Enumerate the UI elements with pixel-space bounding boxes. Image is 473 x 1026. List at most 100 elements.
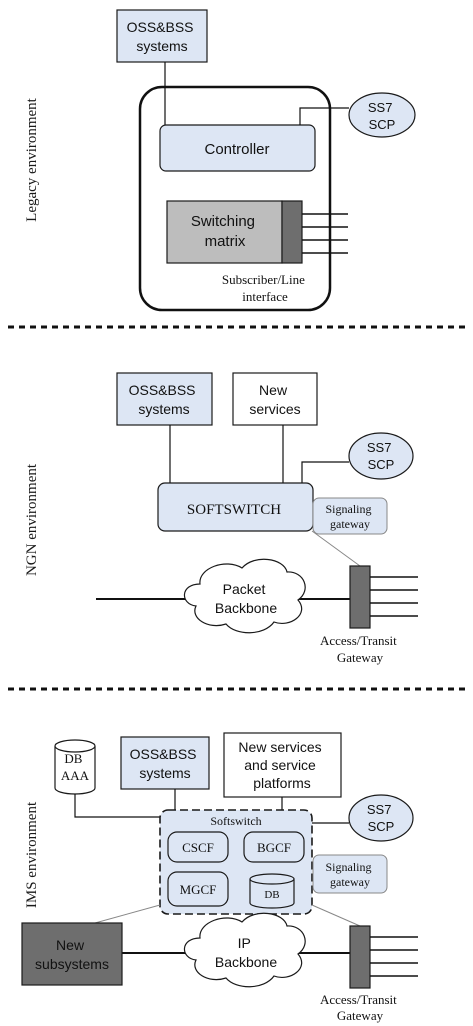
legacy-oss-bss-box (116, 9, 208, 63)
ims-access-gateway-line2: Gateway (337, 1008, 384, 1023)
ims-side-label: IMS environment (24, 801, 40, 908)
ngn-signaling-gateway (312, 497, 388, 535)
svg-text:Packet Backbone: Packet Backbone (215, 581, 277, 616)
ims-db-cylinder (249, 873, 295, 909)
ngn-ss7-line2: SCP (368, 457, 395, 472)
ims-db-aaa-connector (74, 794, 160, 818)
legacy-ss7-line1: SS7 (368, 100, 393, 115)
svg-text:SS7 SCP: SS7 SCP (368, 100, 396, 132)
legacy-ss7-line2: SCP (369, 117, 396, 132)
legacy-side-label: Legacy environment (24, 97, 40, 222)
ims-ss7-scp (348, 794, 414, 842)
legacy-subscriber-line2: interface (242, 289, 288, 304)
svg-text:OSS&BSS systems: OSS&BSS systems (127, 19, 198, 54)
ims-ip-line2: Backbone (215, 954, 277, 970)
ngn-new-services-box (232, 372, 318, 426)
svg-text:SS7 SCP: SS7 SCP (367, 802, 395, 834)
ims-new-services-box (223, 732, 342, 798)
ims-db-aaa-line2: AAA (61, 768, 90, 783)
ims-oss-bss-line1: OSS&BSS (130, 746, 197, 762)
legacy-line-interface-block (281, 200, 303, 264)
ims-mgcf-label: MGCF (180, 882, 217, 897)
ngn-packet-line2: Backbone (215, 600, 277, 616)
legacy-oss-bss-line1: OSS&BSS (127, 19, 194, 35)
legacy-ss7-scp (348, 92, 416, 138)
ims-oss-bss-line2: systems (139, 765, 190, 781)
ims-access-gateway-line1: Access/Transit (320, 992, 397, 1007)
ngn-oss-bss-box (116, 372, 213, 426)
ngn-ss7-line1: SS7 (367, 440, 392, 455)
ims-db-aaa-cylinder (54, 739, 96, 795)
ngn-packet-backbone-cloud (183, 558, 306, 634)
legacy-section: Legacy environment OSS&BSS systems Contr… (24, 9, 416, 312)
ims-new-services-line1: New services (238, 739, 321, 755)
svg-text:DB AAA: DB AAA (61, 751, 90, 783)
ims-new-subsystems-box (21, 922, 123, 986)
svg-text:Signaling gateway: Signaling gateway (325, 860, 374, 889)
ims-signaling-gateway (312, 854, 388, 894)
ngn-access-gateway-line2: Gateway (337, 650, 384, 665)
ims-softswitch-label: Softswitch (210, 814, 261, 828)
ims-bgcf-label: BGCF (257, 840, 291, 855)
svg-text:New services: New services (249, 382, 300, 417)
svg-text:OSS&BSS systems: OSS&BSS systems (130, 746, 201, 781)
ngn-access-gateway-line1: Access/Transit (320, 633, 397, 648)
legacy-subscriber-lines (302, 213, 348, 254)
svg-text:Switching matrix: Switching matrix (191, 213, 259, 250)
ims-ip-backbone-cloud (183, 912, 306, 988)
ims-new-subsystems-line2: subsystems (35, 956, 109, 972)
ims-signaling-line2: gateway (330, 875, 370, 889)
ngn-packet-line1: Packet (223, 581, 266, 597)
legacy-matrix-line2: matrix (205, 233, 246, 250)
ngn-gateway-link (311, 530, 361, 567)
ngn-ss7-connector (301, 461, 349, 483)
ims-subsystems-link (94, 904, 161, 924)
ims-new-subsystems-line1: New (56, 937, 85, 953)
legacy-controller-label: Controller (204, 141, 269, 158)
ims-cscf-box (167, 831, 229, 863)
svg-text:IP Backbone: IP Backbone (215, 935, 277, 970)
ngn-signaling-line1: Signaling (325, 502, 371, 516)
ngn-ss7-scp (348, 432, 414, 480)
ngn-access-lines (370, 576, 418, 617)
ims-ip-line1: IP (238, 935, 251, 951)
ims-bgcf-box (243, 831, 305, 863)
ims-gateway-link (311, 904, 361, 927)
ngn-oss-bss-line1: OSS&BSS (129, 382, 196, 398)
ngn-new-services-line2: services (249, 401, 300, 417)
ims-db-label: DB (264, 889, 279, 901)
svg-text:Access/Transit Gateway: Access/Transit Gateway (320, 992, 400, 1023)
ngn-softswitch-label: SOFTSWITCH (187, 502, 281, 518)
ims-ss7-line1: SS7 (367, 802, 392, 817)
ngn-section: NGN environment OSS&BSS systems New serv… (24, 372, 418, 665)
legacy-subscriber-line1: Subscriber/Line (222, 272, 305, 287)
ims-ss7-line2: SCP (368, 819, 395, 834)
svg-text:Signaling gateway: Signaling gateway (325, 502, 374, 531)
ngn-side-label: NGN environment (24, 463, 40, 576)
ngn-new-services-line1: New (259, 382, 288, 398)
ims-mgcf-box (167, 871, 229, 907)
ims-new-services-line3: platforms (253, 775, 311, 791)
ims-oss-bss-box (120, 736, 210, 790)
ims-access-lines (370, 936, 418, 977)
legacy-switching-matrix (166, 200, 283, 264)
legacy-controller-box (159, 124, 316, 172)
legacy-ss7-connector (299, 107, 349, 125)
ims-section: IMS environment DB AAA OSS&BSS systems N… (21, 732, 418, 1023)
ngn-oss-bss-line2: systems (138, 401, 189, 417)
ims-signaling-line1: Signaling (325, 860, 371, 874)
legacy-matrix-line1: Switching (191, 213, 255, 230)
svg-text:New services and service: New services and service platforms (238, 739, 325, 791)
ims-new-services-line2: and service (244, 757, 316, 773)
ims-cscf-label: CSCF (182, 840, 214, 855)
svg-text:New subsystems: New subsystems (35, 937, 109, 972)
legacy-switch-frame (138, 85, 332, 312)
ims-access-gateway (349, 925, 371, 989)
ngn-signaling-line2: gateway (330, 517, 370, 531)
svg-text:Access/Transit Gateway: Access/Transit Gateway (320, 633, 400, 665)
svg-text:SS7 SCP: SS7 SCP (367, 440, 395, 472)
ims-db-aaa-line1: DB (64, 751, 82, 766)
svg-text:OSS&BSS systems: OSS&BSS systems (129, 382, 200, 417)
svg-text:Subscriber/Line interfac: Subscriber/Line interface (222, 272, 308, 304)
